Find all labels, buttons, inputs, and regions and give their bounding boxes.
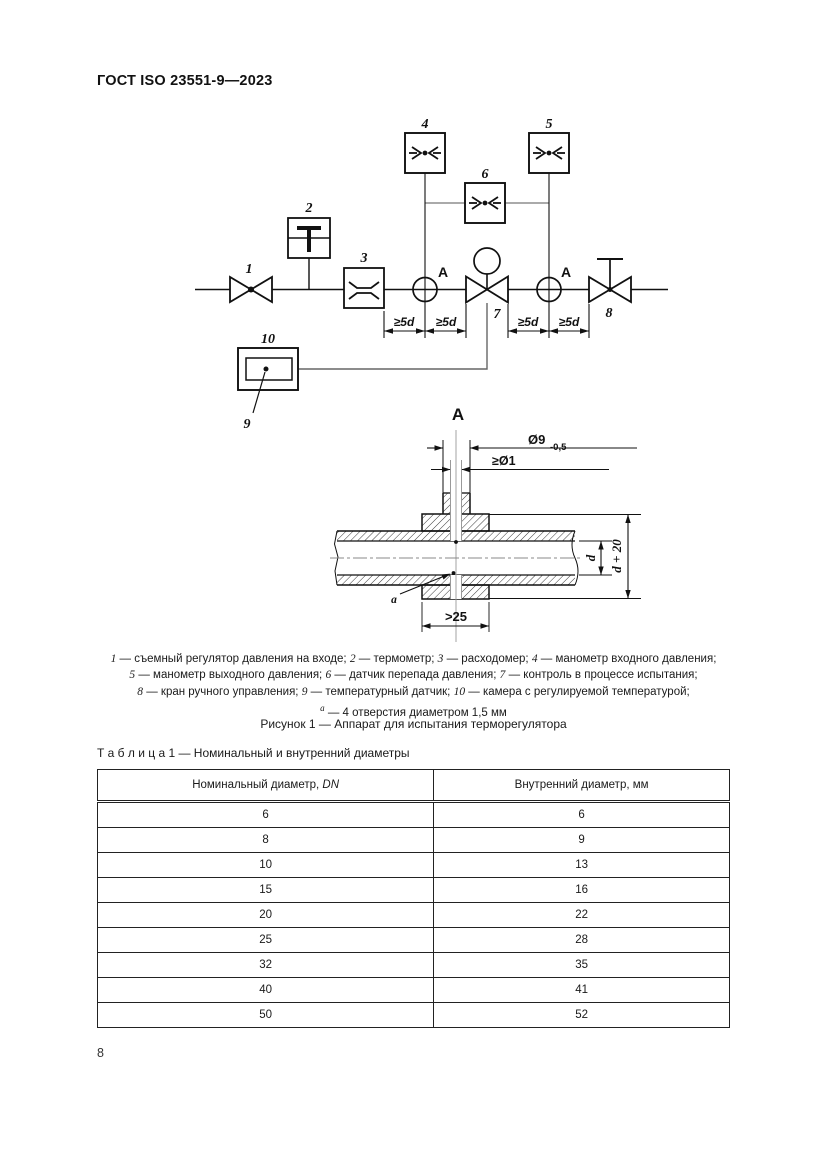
table-cell: 52 bbox=[433, 1002, 730, 1028]
item-9-label: 9 bbox=[244, 417, 251, 432]
chamber-signal-line bbox=[298, 303, 488, 370]
figure-legend: 1 — съемный регулятор давления на входе;… bbox=[97, 651, 730, 721]
table-cell: 40 bbox=[96, 977, 435, 1003]
page-number: 8 bbox=[97, 1046, 104, 1060]
table-header-row: Номинальный диаметр, DN Внутренний диаме… bbox=[96, 769, 730, 803]
temperature-chamber-10: 10 bbox=[237, 332, 299, 391]
inlet-pressure-gauge-4: 4 bbox=[404, 117, 446, 174]
temperature-sensor-9: 9 bbox=[244, 371, 266, 432]
hole-ref-group: a bbox=[391, 573, 451, 606]
point-a-right-label: A bbox=[561, 264, 571, 280]
dim-d-group: d bbox=[579, 540, 612, 576]
thermometer-2: 2 bbox=[287, 201, 331, 289]
table-title: Т а б л и ц а 1 — Номинальный и внутренн… bbox=[97, 746, 410, 760]
table-cell: 22 bbox=[433, 902, 730, 928]
dim-5d-4: ≥5d bbox=[559, 315, 580, 329]
item-2-label: 2 bbox=[305, 201, 313, 216]
dim-w25-label: >25 bbox=[445, 609, 467, 624]
legend-line: a — 4 отверстия диаметром 1,5 мм bbox=[320, 703, 507, 720]
legend-line: 5 — манометр выходного давления; 6 — дат… bbox=[129, 669, 698, 682]
dim-min-hole-group: ≥Ø1 bbox=[431, 454, 609, 473]
detail-a-title: A bbox=[452, 405, 464, 424]
table-cell: 10 bbox=[96, 852, 435, 878]
diameters-table: Номинальный диаметр, DN Внутренний диаме… bbox=[96, 769, 730, 1028]
dim-5d-3: ≥5d bbox=[518, 315, 539, 329]
schematic-dimensions bbox=[383, 304, 590, 338]
item-6-label: 6 bbox=[482, 167, 489, 182]
hole-marker-top bbox=[454, 540, 458, 544]
table-cell: 35 bbox=[433, 952, 730, 978]
dim-d9-tolerance: -0,5 bbox=[550, 442, 567, 453]
table-cell: 13 bbox=[433, 852, 730, 878]
table-cell: 20 bbox=[96, 902, 435, 928]
item-7-label: 7 bbox=[494, 307, 502, 322]
dim-d20-label: d + 20 bbox=[609, 539, 624, 573]
differential-pressure-sensor-6: 6 bbox=[464, 167, 506, 224]
table-cell: 16 bbox=[433, 877, 730, 903]
figure-1-diagram: 1 2 3 A bbox=[195, 117, 668, 642]
legend-line: 1 — съемный регулятор давления на входе;… bbox=[110, 653, 717, 665]
table-cell: 32 bbox=[96, 952, 435, 978]
table-cell: 50 bbox=[96, 1002, 435, 1028]
item-3-label: 3 bbox=[360, 251, 368, 266]
legend-line: 8 — кран ручного управления; 9 — темпера… bbox=[137, 685, 690, 698]
item-8-label: 8 bbox=[606, 306, 613, 321]
table-cell: 28 bbox=[433, 927, 730, 953]
schematic-apparatus: 1 2 3 A bbox=[195, 117, 668, 432]
manual-valve-8: 8 bbox=[588, 258, 632, 321]
dim-min-hole-label: ≥Ø1 bbox=[492, 454, 516, 468]
flow-meter-3: 3 bbox=[343, 251, 385, 309]
table-cell: 9 bbox=[433, 827, 730, 853]
item-10-label: 10 bbox=[261, 332, 275, 347]
dim-d9-label: Ø9 bbox=[528, 432, 545, 447]
hole-marker-bottom bbox=[451, 571, 456, 575]
hole-ref-label: a bbox=[391, 594, 397, 606]
col-header-inner: Внутренний диаметр, мм bbox=[433, 769, 730, 803]
table-cell: 6 bbox=[96, 801, 435, 828]
outlet-pressure-gauge-5: 5 bbox=[528, 117, 570, 174]
col-header-nominal: Номинальный диаметр, DN bbox=[96, 769, 435, 803]
document-header: ГОСТ ISO 23551-9—2023 bbox=[97, 73, 273, 89]
table-cell: 15 bbox=[96, 877, 435, 903]
dim-d-label: d bbox=[583, 554, 598, 561]
table-cell: 6 bbox=[433, 801, 730, 828]
item-4-label: 4 bbox=[421, 117, 429, 132]
table-cell: 41 bbox=[433, 977, 730, 1003]
item-5-label: 5 bbox=[546, 117, 553, 132]
table-cell: 25 bbox=[96, 927, 435, 953]
dim-5d-2: ≥5d bbox=[436, 315, 457, 329]
figure-caption: Рисунок 1 — Аппарат для испытания термор… bbox=[260, 717, 567, 731]
detail-view-a: A bbox=[330, 405, 641, 642]
point-a-left-label: A bbox=[438, 264, 448, 280]
inlet-regulator-valve-1: 1 bbox=[229, 262, 273, 304]
dim-w25-group: >25 bbox=[421, 602, 490, 632]
hole-walls bbox=[450, 460, 462, 599]
test-point-a-left: A bbox=[412, 264, 448, 303]
dim-5d-1: ≥5d bbox=[394, 315, 415, 329]
dim-d9-group: Ø9 -0,5 bbox=[427, 432, 637, 493]
test-point-a-right: A bbox=[536, 264, 571, 303]
dim-d20-group: d + 20 bbox=[489, 514, 641, 599]
item-1-label: 1 bbox=[246, 262, 253, 277]
table-cell: 8 bbox=[96, 827, 435, 853]
test-control-valve-7: 7 bbox=[465, 247, 509, 322]
